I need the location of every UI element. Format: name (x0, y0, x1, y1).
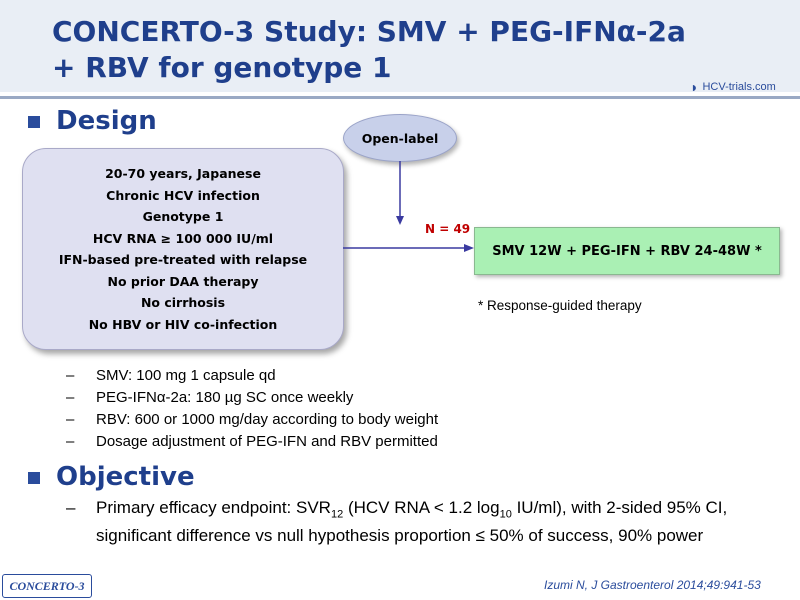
dash-bullet: – (66, 389, 75, 406)
list-item: – Dosage adjustment of PEG-IFN and RBV pe… (66, 431, 438, 453)
page-title: CONCERTO-3 Study: SMV + PEG-IFNα-2a + RB… (52, 14, 732, 86)
dosing-text: PEG-IFNα-2a: 180 µg SC once weekly (96, 389, 354, 406)
footnote: * Response-guided therapy (478, 298, 642, 313)
down-arrow (396, 161, 404, 225)
dosing-text: Dosage adjustment of PEG-IFN and RBV per… (96, 433, 438, 450)
design-heading: Design (28, 106, 157, 136)
objective-text-b: (HCV RNA < 1.2 log (343, 498, 500, 517)
logo-swoosh-icon: ◗ (690, 79, 699, 95)
treatment-arm-text: SMV 12W + PEG-IFN + RBV 24-48W * (492, 243, 762, 259)
open-label-text: Open-label (361, 130, 439, 146)
list-item: – SMV: 100 mg 1 capsule qd (66, 365, 438, 387)
study-badge: CONCERTO-3 (2, 574, 92, 598)
sample-size-label: N = 49 (425, 222, 471, 236)
header-band (0, 0, 800, 92)
logo-text: HCV-trials.com (702, 81, 776, 93)
square-bullet-icon (28, 472, 40, 484)
dosing-list: – SMV: 100 mg 1 capsule qd – PEG-IFNα-2a: … (66, 365, 438, 453)
title-line-2: + RBV for genotype 1 (52, 51, 392, 84)
objective-subscript-b: 10 (499, 508, 512, 521)
dash-bullet: – (66, 411, 75, 428)
criterion: HCV RNA ≥ 100 000 IU/ml (92, 230, 274, 246)
criterion: Genotype 1 (142, 209, 224, 224)
criterion: Chronic HCV infection (106, 187, 260, 203)
criterion: IFN-based pre-treated with relapse (58, 252, 308, 267)
list-item: – PEG-IFNα-2a: 180 µg SC once weekly (66, 387, 438, 409)
objective-text-a: Primary efficacy endpoint: SVR (96, 498, 331, 517)
criterion: No prior DAA therapy (107, 273, 259, 289)
square-bullet-icon (28, 116, 40, 128)
objective-text-c: IU/ml), with 2-sided 95% CI, significant… (96, 498, 728, 546)
objective-heading-text: Objective (56, 462, 195, 492)
citation: Izumi N, J Gastroenterol 2014;49:941-53 (544, 578, 761, 592)
list-item: – RBV: 600 or 1000 mg/day according to bo… (66, 409, 438, 431)
title-line-1: CONCERTO-3 Study: SMV + PEG-IFNα-2a (52, 15, 686, 48)
treatment-arm-box: SMV 12W + PEG-IFN + RBV 24-48W * (474, 227, 780, 275)
objective-text: Primary efficacy endpoint: SVR12 (HCV RN… (96, 497, 786, 546)
study-badge-text: CONCERTO-3 (9, 578, 85, 593)
header-divider (0, 96, 800, 99)
objective-paragraph: – Primary efficacy endpoint: SVR12 (HCV … (66, 497, 786, 546)
dosing-text: SMV: 100 mg 1 capsule qd (96, 367, 276, 384)
design-heading-text: Design (56, 106, 157, 136)
inclusion-criteria-box: 20-70 years, Japanese Chronic HCV infect… (22, 148, 344, 350)
criterion: 20-70 years, Japanese (105, 166, 261, 181)
dash-bullet: – (66, 367, 75, 384)
dosing-text: RBV: 600 or 1000 mg/day according to bod… (96, 411, 439, 428)
right-arrow (343, 244, 474, 252)
criterion: No HBV or HIV co-infection (88, 316, 278, 332)
objective-subscript-a: 12 (330, 508, 344, 521)
objective-heading: Objective (28, 462, 195, 492)
hcv-trials-logo: ◗ HCV-trials.com (690, 78, 794, 96)
dash-bullet: – (66, 433, 75, 450)
open-label-bubble: Open-label (343, 114, 457, 162)
dash-bullet: – (66, 498, 76, 517)
criterion: No cirrhosis (140, 295, 226, 310)
